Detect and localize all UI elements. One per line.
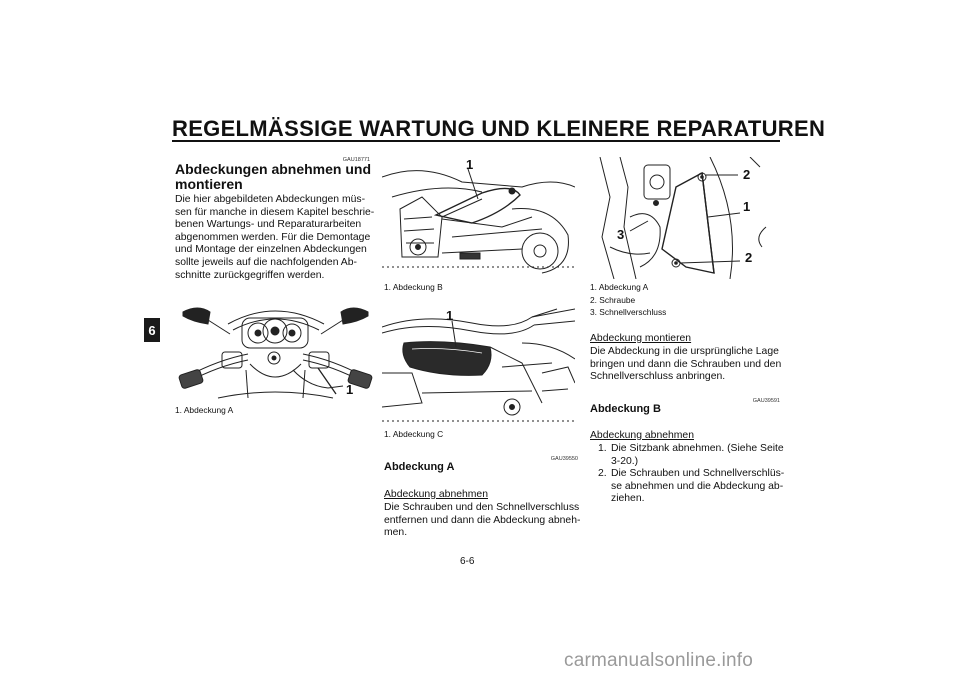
text-line: Die Sitzbank abnehmen. (Siehe Seite [611, 443, 784, 454]
text-line: bringen und dann die Schrauben und den [590, 358, 782, 370]
procedure-text: Die Abdeckung in die ursprüngliche Lage … [590, 346, 785, 384]
figure-caption: 1. Abdeckung C [384, 429, 444, 439]
figure-caption-list: 1. Abdeckung A 2. Schraube 3. Schnellver… [590, 281, 666, 319]
text-line: benen Wartungs- und Reparaturarbeiten [175, 219, 362, 231]
figure-callout-number: 1 [466, 157, 474, 172]
text-line: Die Schrauben und Schnellverschlüs- [611, 468, 785, 480]
figure-callout-number: 1 [346, 382, 354, 397]
procedure-heading: Abdeckung abnehmen [590, 430, 694, 441]
figure-callout-number: 1 [743, 199, 751, 214]
figure-caption: 1. Abdeckung A [175, 405, 234, 415]
step-number: 2. [598, 468, 607, 480]
figure-cover-b-illustration: 1 [382, 157, 575, 275]
chapter-tab: 6 [144, 318, 160, 342]
figure-callout-number: 2 [743, 167, 751, 182]
text-line: Die Schrauben und den Schnellverschluss [384, 502, 580, 513]
figure-handlebar-illustration: 1 [178, 290, 373, 402]
section-code: GAU39591 [752, 398, 780, 404]
procedure-heading: Abdeckung montieren [590, 333, 692, 344]
text-line: schnitte zurückgegriffen werden. [175, 269, 325, 281]
figure-caption: 2. Schraube [590, 294, 636, 305]
watermark-link[interactable]: carmanualsonline.info [564, 650, 754, 671]
section-heading: Abdeckungen abnehmen und montieren [175, 162, 375, 192]
figure-cover-a-detail-illustration: 2 1 3 2 [590, 157, 782, 279]
text-line: entfernen und dann die Abdeckung abneh- [384, 514, 581, 526]
figure-cover-c-illustration: 1 [382, 303, 575, 425]
text-line: ziehen. [611, 493, 645, 505]
figure-caption: 3. Schnellverschluss [590, 307, 667, 318]
text-line: men. [384, 527, 408, 539]
text-line: sollte jeweils auf die nachfolgenden Ab- [175, 256, 357, 268]
text-line: se abnehmen und die Abdeckung ab- [611, 480, 784, 492]
procedure-steps: 1. Die Sitzbank abnehmen. (Siehe Seite 3… [590, 443, 785, 506]
step-item: 2. Die Schrauben und Schnellverschlüs- s… [590, 468, 785, 506]
procedure-text: Die Schrauben und den Schnellverschluss … [384, 502, 584, 540]
section-code: GAU39550 [550, 456, 578, 462]
text-line: Die Abdeckung in die ursprüngliche Lage [590, 346, 779, 357]
text-line: abgenommen werden. Für die Demontage [175, 231, 371, 243]
step-item: 1. Die Sitzbank abnehmen. (Siehe Seite 3… [590, 443, 785, 468]
figure-callout-number: 1 [446, 308, 454, 323]
subsection-heading: Abdeckung B [590, 403, 661, 415]
text-line: 3-20.) [611, 455, 639, 467]
text-line: und Montage der einzelnen Abdeckungen [175, 244, 367, 256]
header-rule [172, 140, 780, 142]
page-header-title: REGELMÄSSIGE WARTUNG UND KLEINERE REPARA… [172, 116, 826, 141]
figure-caption: 1. Abdeckung B [384, 282, 443, 292]
procedure-heading: Abdeckung abnehmen [384, 489, 488, 500]
section-heading-line: montieren [175, 176, 243, 192]
section-code: GAU18771 [342, 157, 370, 163]
text-line: Schnellverschluss anbringen. [590, 371, 726, 383]
section-heading-line: Abdeckungen abnehmen und [175, 161, 372, 177]
page-number: 6-6 [460, 556, 475, 567]
intro-paragraph: Die hier abgebildeten Abdeckungen müs- s… [175, 194, 375, 282]
text-line: sen für manche in diesem Kapitel beschri… [175, 206, 375, 218]
text-line: Die hier abgebildeten Abdeckungen müs- [175, 194, 366, 205]
figure-callout-number: 3 [617, 227, 625, 242]
figure-caption: 1. Abdeckung A [590, 282, 649, 292]
subsection-heading: Abdeckung A [384, 461, 455, 473]
figure-callout-number: 2 [745, 250, 753, 265]
step-number: 1. [598, 443, 607, 454]
